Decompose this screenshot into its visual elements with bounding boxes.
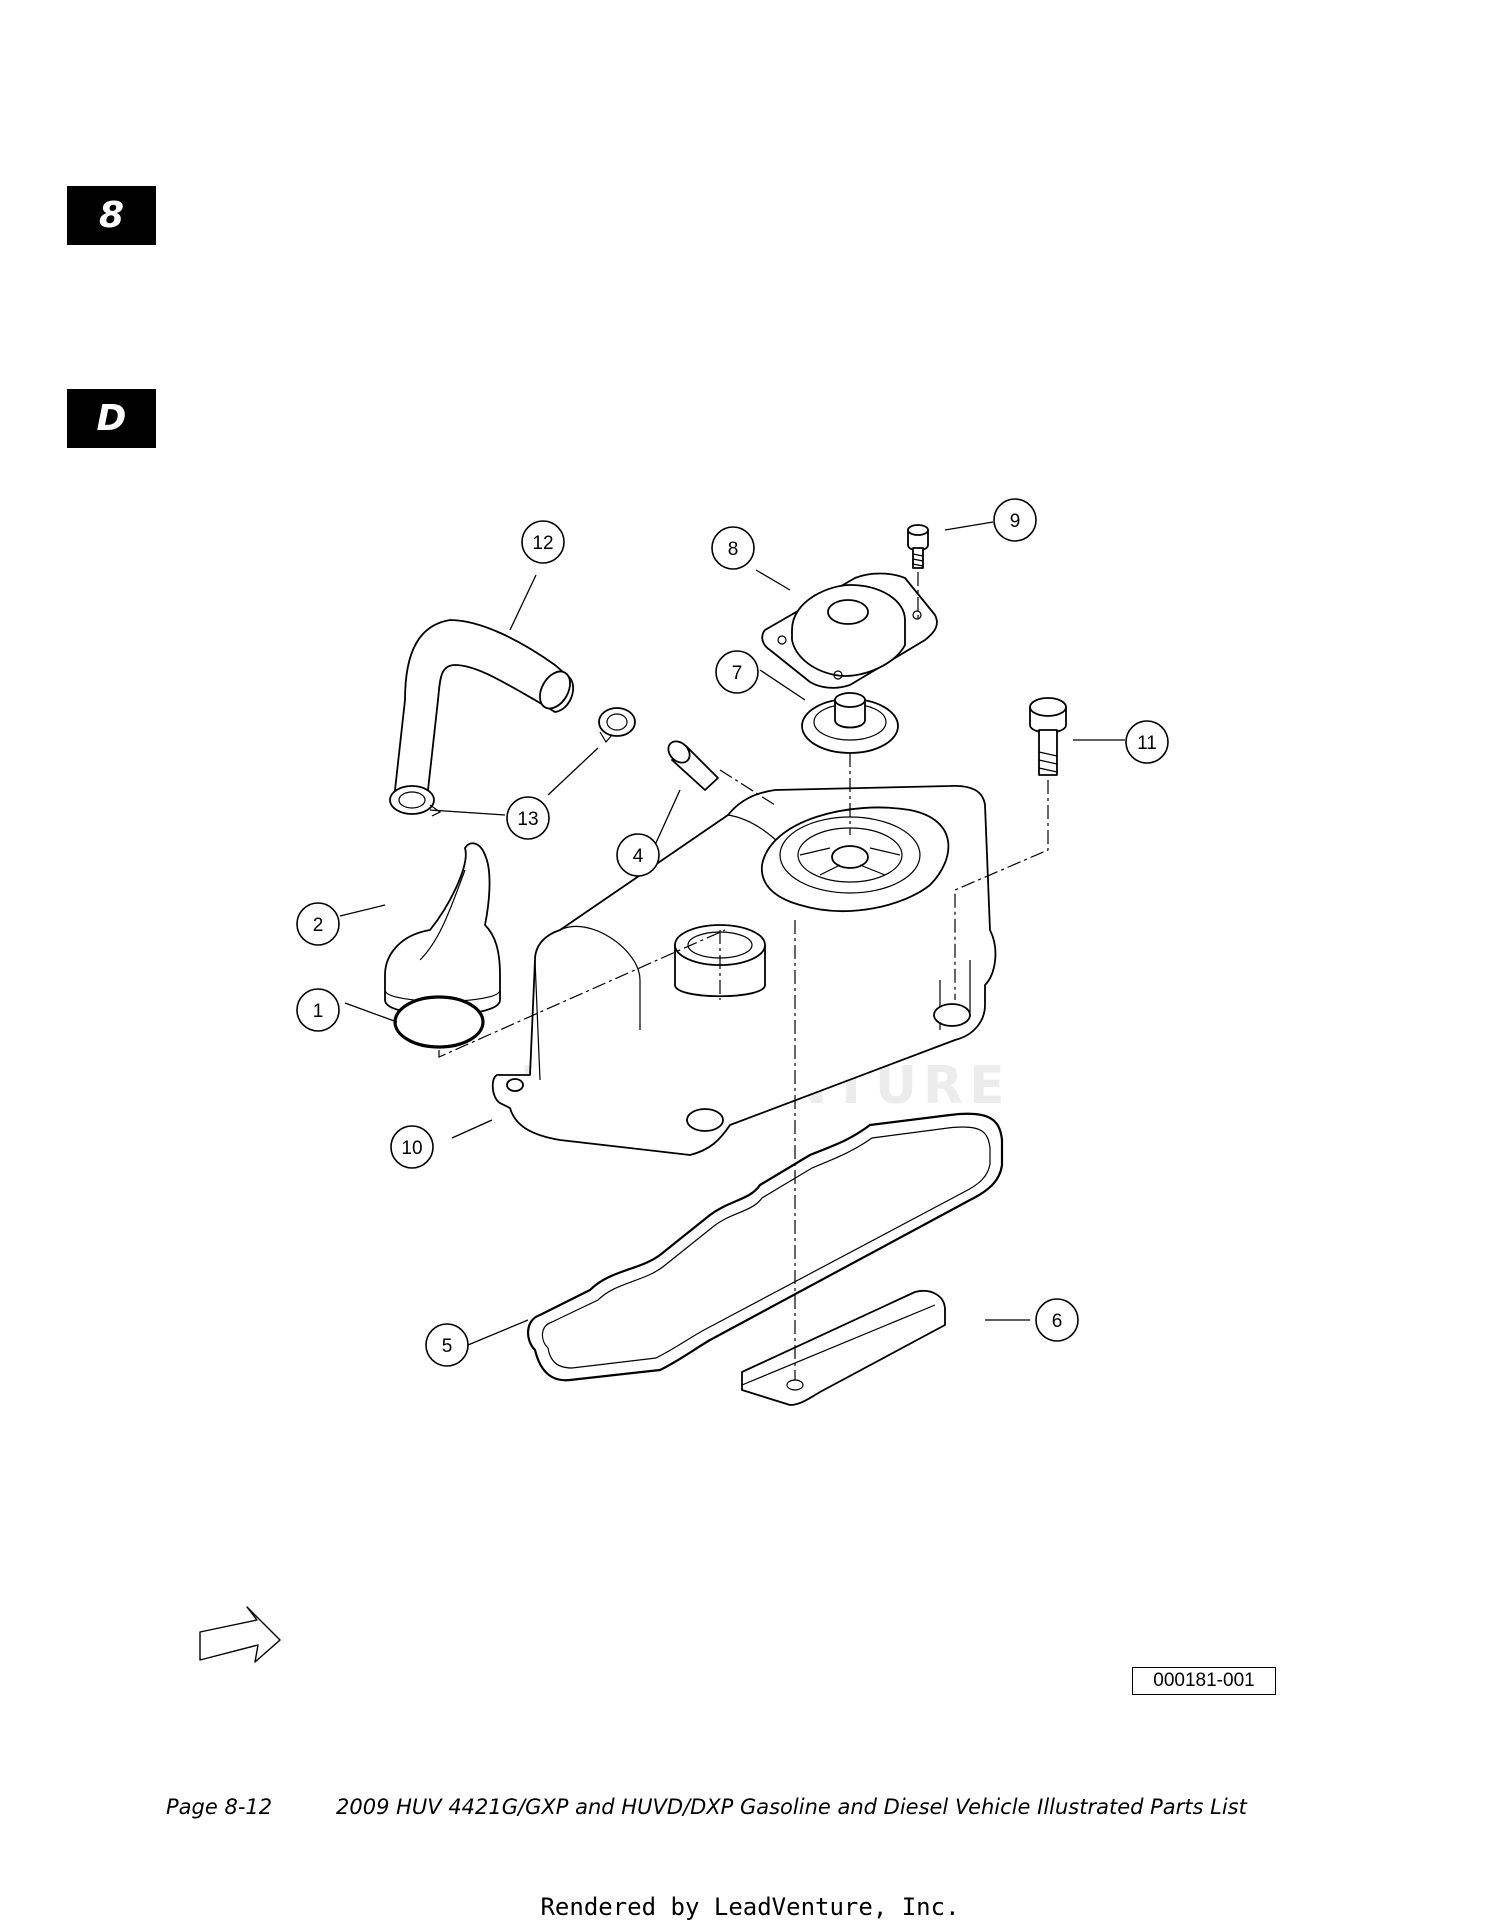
svg-text:6: 6 (1052, 1311, 1063, 1332)
svg-text:7: 7 (732, 663, 743, 684)
svg-text:9: 9 (1010, 511, 1021, 532)
hose-clamp-part-lower (389, 785, 442, 817)
section-tab-chapter: 8 (67, 186, 156, 245)
svg-text:12: 12 (532, 533, 553, 554)
callout-7: 7 (715, 650, 759, 694)
callout-8: 8 (711, 526, 755, 570)
svg-text:11: 11 (1137, 733, 1157, 754)
callout-6: 6 (1035, 1298, 1079, 1342)
svg-text:8: 8 (728, 539, 739, 560)
valve-cover-part (491, 785, 997, 1156)
callout-9: 9 (993, 498, 1037, 542)
footer-document-title: 2009 HUV 4421G/GXP and HUVD/DXP Gasoline… (336, 1795, 1247, 1819)
front-direction-arrow-icon (199, 1606, 281, 1663)
svg-text:4: 4 (633, 846, 644, 867)
diaphragm-part (801, 692, 899, 754)
svg-text:2: 2 (313, 915, 324, 936)
svg-text:5: 5 (442, 1336, 453, 1357)
svg-text:1: 1 (313, 1001, 324, 1022)
rendered-by-credit: Rendered by LeadVenture, Inc. (540, 1893, 960, 1921)
screw-part (907, 524, 929, 569)
o-ring-part (393, 995, 485, 1049)
callout-13: 13 (506, 796, 550, 840)
svg-text:10: 10 (401, 1138, 422, 1159)
callout-4: 4 (616, 833, 660, 877)
svg-text:13: 13 (517, 809, 538, 830)
breather-hose-part (394, 619, 575, 791)
bolt-part (1029, 697, 1067, 776)
valve-cover-gasket-part (527, 1112, 1004, 1382)
hose-fitting-part (667, 740, 719, 791)
callout-10: 10 (390, 1125, 434, 1169)
callout-5: 5 (425, 1323, 469, 1367)
oil-fill-cap-part (384, 842, 501, 1016)
hose-clamp-part-upper (598, 707, 636, 744)
footer-page-number: Page 8-12 (166, 1795, 273, 1819)
callout-2: 2 (296, 902, 340, 946)
callout-1: 1 (296, 988, 340, 1032)
breather-cover-part (761, 572, 938, 689)
section-tab-letter: D (67, 389, 156, 448)
callout-11: 11 (1125, 720, 1169, 764)
callout-12: 12 (521, 520, 565, 564)
figure-id-label: 000181-001 (1132, 1667, 1276, 1695)
plate-part (741, 1290, 946, 1406)
